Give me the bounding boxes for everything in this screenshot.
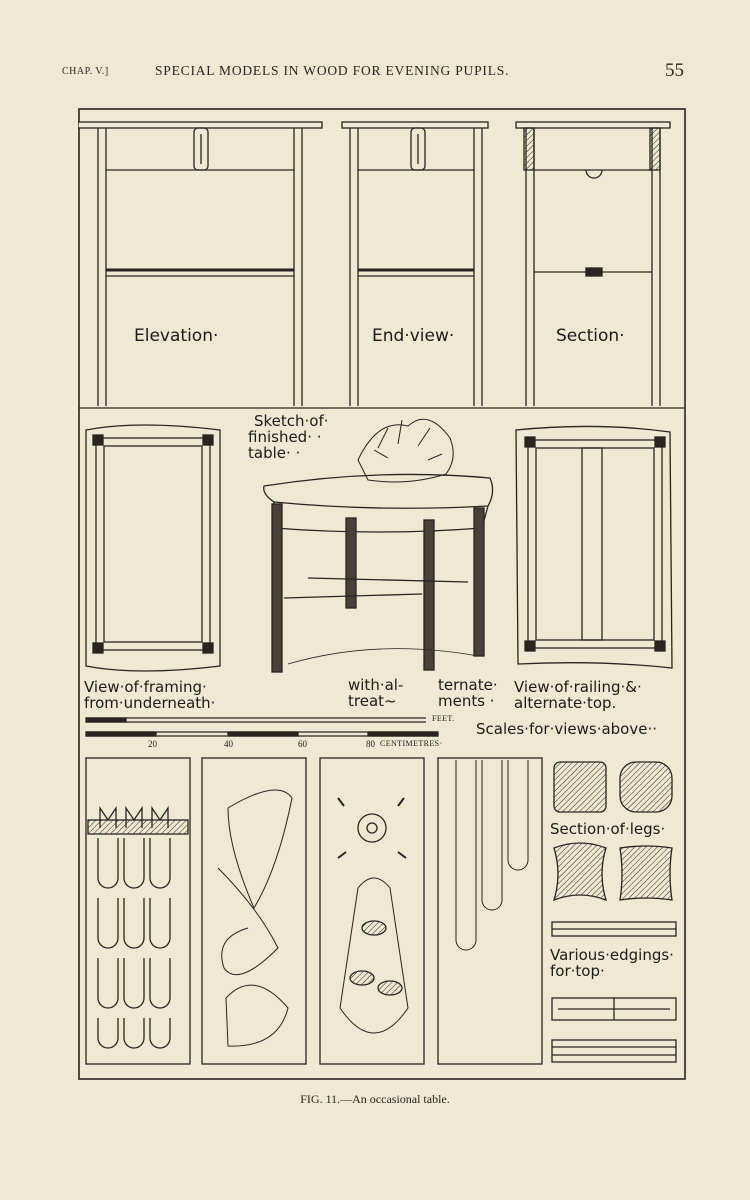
framing-view: [85, 424, 221, 672]
elevation-drawing: [78, 121, 323, 406]
scale-bars: [85, 717, 439, 737]
label-alt-1a: with·al-: [348, 676, 404, 694]
leg-sections: [552, 761, 673, 902]
label-framing-1: View·of·framing·: [84, 678, 207, 696]
end-view-drawing: [341, 121, 489, 406]
label-elevation: Elevation·: [134, 326, 219, 346]
figure-drawing: [78, 108, 686, 1080]
figure-caption: FIG. 11.—An occasional table.: [300, 1092, 450, 1106]
label-railing-2: alternate·top.: [514, 694, 617, 712]
label-alt-2b: ments ·: [438, 692, 495, 710]
scale-tick-60: 60: [298, 739, 307, 749]
label-sketch-2: finished· ·: [248, 428, 322, 446]
page-number: 55: [665, 60, 684, 81]
label-framing-2: from·underneath·: [84, 694, 216, 712]
figure-plate: Elevation· End·view· Section· Sketch·of·…: [78, 108, 686, 1080]
page-header: CHAP. V.] SPECIAL MODELS IN WOOD FOR EVE…: [0, 60, 750, 90]
running-title: SPECIAL MODELS IN WOOD FOR EVENING PUPIL…: [155, 63, 510, 78]
label-centimetres: CENTIMETRES·: [380, 739, 443, 748]
label-feet: FEET.: [432, 714, 455, 723]
railing-view: [515, 425, 673, 669]
label-alt-1b: treat~: [348, 692, 397, 710]
label-section-of-legs: Section·of·legs·: [550, 820, 666, 838]
scale-tick-80: 80: [366, 739, 375, 749]
label-scales: Scales·for·views·above··: [476, 720, 657, 738]
label-edgings-2: for·top·: [550, 962, 605, 980]
label-sketch-3: table· ·: [248, 444, 301, 462]
leg-carving-panels: [85, 757, 543, 1065]
label-section: Section·: [556, 326, 625, 346]
chapter-label: CHAP. V.]: [62, 66, 109, 77]
label-edgings-1: Various·edgings·: [550, 946, 674, 964]
scale-tick-40: 40: [224, 739, 233, 749]
top-edgings: [551, 921, 677, 1063]
scale-tick-20: 20: [148, 739, 157, 749]
label-railing-1: View·of·railing·&·: [514, 678, 642, 696]
label-end-view: End·view·: [372, 326, 455, 346]
label-alt-2a: ternate·: [438, 676, 498, 694]
label-sketch-1: Sketch·of·: [254, 412, 329, 430]
table-sketch: [263, 418, 494, 673]
section-drawing: [515, 121, 671, 406]
